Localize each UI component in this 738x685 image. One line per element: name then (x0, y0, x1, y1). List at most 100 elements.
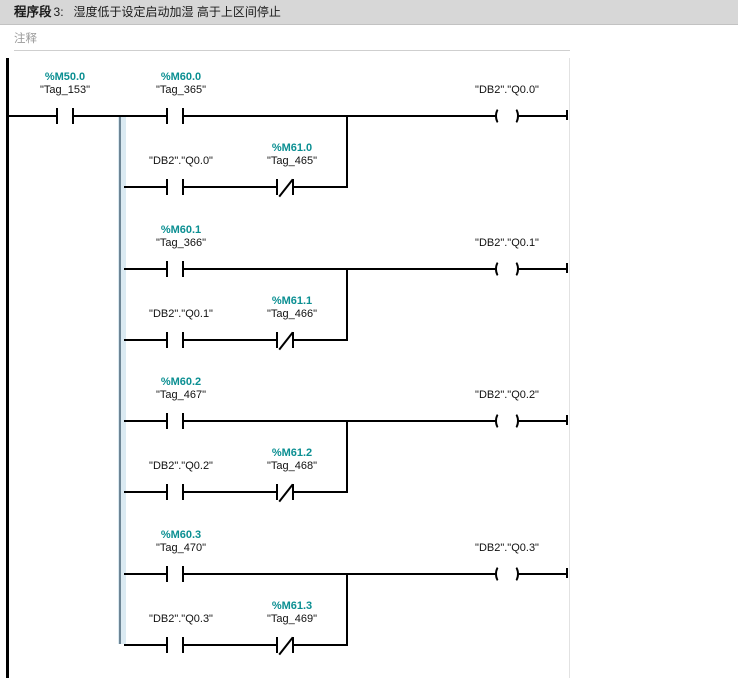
contact-db2-q0-3-feedback[interactable] (166, 637, 184, 653)
address-m60-2: %M60.2 (160, 376, 202, 388)
coil-db2-q0-0[interactable] (495, 107, 519, 125)
contact-bar-right (72, 108, 74, 124)
contact-m60-3[interactable] (166, 566, 184, 582)
label-coil-db2-q0-2: "DB2"."Q0.2" (475, 389, 539, 402)
coil-end-cap-r2 (566, 263, 568, 273)
coil-end-cap-r1 (566, 110, 568, 120)
wire-r1b-to-junction (294, 186, 348, 188)
label-contact-m60-0: %M60.0 "Tag_365" (156, 71, 206, 97)
contact-m60-0[interactable] (166, 108, 184, 124)
wire-r4-coil-to-rail (518, 573, 568, 575)
branch-trunk-highlight (118, 115, 126, 644)
branch-connector-r2 (346, 268, 348, 341)
network-number: 3 (53, 5, 61, 19)
coil-db2-q0-2[interactable] (495, 412, 519, 430)
address-m61-1: %M61.1 (271, 295, 313, 307)
wire-r2b-mid (184, 339, 276, 341)
name-db2-q0-2-feedback: "DB2"."Q0.2" (149, 460, 213, 472)
wire-r3-m60-to-junction (184, 420, 348, 422)
contact-m61-0[interactable] (276, 179, 294, 195)
name-m61-3: "Tag_469" (266, 613, 318, 625)
coil-arc-left (495, 412, 506, 430)
wire-r4b-mid (184, 644, 276, 646)
contact-bar-left (166, 413, 168, 429)
contact-m60-1[interactable] (166, 261, 184, 277)
contact-bar-left (166, 637, 168, 653)
contact-nc-slash (277, 178, 293, 196)
contact-bar-right (182, 566, 184, 582)
branch-connector-r3 (346, 420, 348, 493)
name-coil-q0-0: "DB2"."Q0.0" (475, 84, 539, 96)
wire-r4-trunk-to-m60 (124, 573, 166, 575)
address-m61-3: %M61.3 (271, 600, 313, 612)
wire-r1b-trunk-to-contact (124, 186, 166, 188)
wire-m50-to-trunk (74, 115, 124, 117)
contact-m61-1[interactable] (276, 332, 294, 348)
label-contact-m50-0: %M50.0 "Tag_153" (40, 71, 90, 97)
wire-r3-junction-to-coil (346, 420, 496, 422)
label-contact-db2-q0-3-feedback: "DB2"."Q0.3" (149, 613, 213, 626)
wire-r2-junction-to-coil (346, 268, 496, 270)
contact-nc-slash (277, 483, 293, 501)
contact-bar-left (166, 566, 168, 582)
branch-trunk-line[interactable] (119, 115, 121, 644)
contact-bar-right (182, 108, 184, 124)
label-contact-m61-1: %M61.1 "Tag_466" (267, 295, 317, 321)
coil-arc-left (495, 107, 506, 125)
network-comment-placeholder: 注释 (14, 33, 37, 45)
contact-bar-right (182, 637, 184, 653)
name-coil-q0-1: "DB2"."Q0.1" (475, 237, 539, 249)
wire-r3b-trunk-to-contact (124, 491, 166, 493)
branch-connector-r1 (346, 115, 348, 188)
wire-r1-trunk-to-m60 (124, 115, 166, 117)
address-m60-0: %M60.0 (160, 71, 202, 83)
name-m61-1: "Tag_466" (266, 308, 318, 320)
contact-m60-2[interactable] (166, 413, 184, 429)
label-contact-m60-2: %M60.2 "Tag_467" (156, 376, 206, 402)
contact-m61-2[interactable] (276, 484, 294, 500)
contact-bar-right (182, 413, 184, 429)
contact-db2-q0-2-feedback[interactable] (166, 484, 184, 500)
ladder-diagram-canvas[interactable]: %M50.0 "Tag_153" %M60.0 "Tag_365" "DB2".… (0, 51, 738, 685)
address-m60-3: %M60.3 (160, 529, 202, 541)
name-m60-2: "Tag_467" (155, 389, 207, 401)
contact-bar-left (166, 261, 168, 277)
contact-nc-slash (277, 636, 293, 654)
contact-bar-left (56, 108, 58, 124)
wire-r2b-trunk-to-contact (124, 339, 166, 341)
network-title: 湿度低于设定启动加湿 高于上区间停止 (73, 5, 281, 19)
label-contact-m61-0: %M61.0 "Tag_465" (267, 142, 317, 168)
network-comment-field[interactable]: 注释 (14, 25, 570, 51)
label-contact-m61-3: %M61.3 "Tag_469" (267, 600, 317, 626)
wire-r2-trunk-to-m60 (124, 268, 166, 270)
wire-r4b-trunk-to-contact (124, 644, 166, 646)
coil-db2-q0-3[interactable] (495, 565, 519, 583)
contact-bar-left (166, 179, 168, 195)
contact-db2-q0-1-feedback[interactable] (166, 332, 184, 348)
name-db2-q0-1-feedback: "DB2"."Q0.1" (149, 308, 213, 320)
coil-arc-left (495, 260, 506, 278)
contact-db2-q0-0-feedback[interactable] (166, 179, 184, 195)
network-label: 程序段 (14, 5, 52, 19)
wire-r1-coil-to-rail (518, 115, 568, 117)
label-coil-db2-q0-1: "DB2"."Q0.1" (475, 237, 539, 250)
network-colon: : (60, 5, 64, 19)
name-m60-3: "Tag_470" (155, 542, 207, 554)
coil-end-cap-r4 (566, 568, 568, 578)
wire-r1b-mid (184, 186, 276, 188)
address-m60-1: %M60.1 (160, 224, 202, 236)
contact-bar-left (166, 484, 168, 500)
label-contact-m60-1: %M60.1 "Tag_366" (156, 224, 206, 250)
label-coil-db2-q0-0: "DB2"."Q0.0" (475, 84, 539, 97)
coil-db2-q0-1[interactable] (495, 260, 519, 278)
contact-m50-0[interactable] (56, 108, 74, 124)
contact-m61-3[interactable] (276, 637, 294, 653)
wire-r2-coil-to-rail (518, 268, 568, 270)
name-m50-0: "Tag_153" (39, 84, 91, 96)
contact-bar-left (166, 332, 168, 348)
contact-bar-right (292, 484, 294, 500)
name-db2-q0-3-feedback: "DB2"."Q0.3" (149, 613, 213, 625)
label-contact-db2-q0-2-feedback: "DB2"."Q0.2" (149, 460, 213, 473)
contact-bar-right (182, 261, 184, 277)
